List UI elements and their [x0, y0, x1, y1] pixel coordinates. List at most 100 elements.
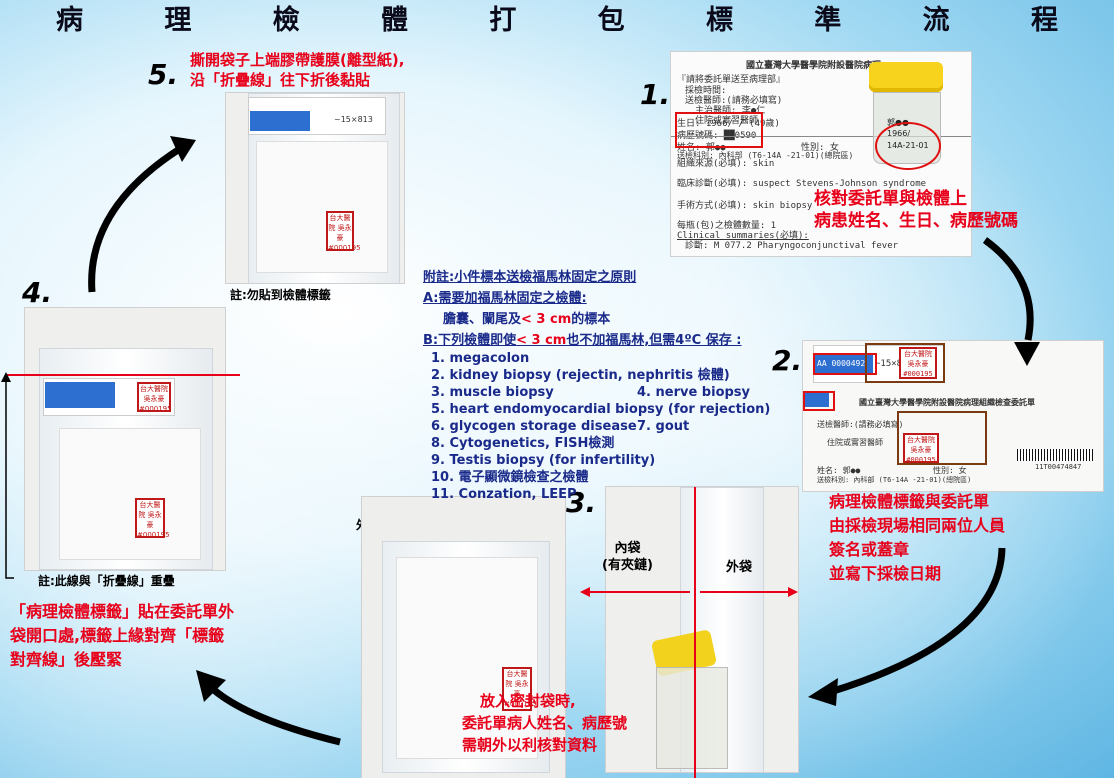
b-prefix: B:下列檢體即使: [423, 333, 517, 348]
a-sub-prefix: 膽囊、闌尾及: [443, 312, 522, 327]
form-line: 送檢醫師:(請務必填寫): [685, 96, 783, 106]
highlight-box: [897, 411, 987, 465]
step1-line: 病患姓名、生日、病歷號碼: [814, 211, 1018, 231]
list-item: 8. Cytogenetics, FISH檢測: [431, 436, 615, 451]
step4-line: 對齊線」後壓緊: [10, 650, 123, 669]
bag-form: [59, 428, 201, 560]
label-code: AA 0000492: [817, 359, 866, 368]
stamp-text: 台大醫院 吳永豪 #000195: [906, 436, 936, 464]
list-item: 5. heart endomyocardial biopsy (for reje…: [431, 402, 771, 417]
highlight-box: [865, 343, 945, 383]
list-item: 11. Conzation, LEEP: [431, 487, 577, 502]
blue-label: [250, 111, 310, 131]
doctor-stamp: 台大醫院 吳永豪 #000195: [326, 211, 361, 252]
step5-photo: ~15×813 台大醫院 吳永豪 #000195: [226, 93, 404, 283]
list-item: 9. Testis biopsy (for infertility): [431, 453, 656, 468]
step1-photo: 國立臺灣大學醫學院附設醫院病理 『請將委託單送至病理部』 採檢時間: 送檢醫師:…: [671, 52, 971, 256]
step-4-number: 4.: [22, 276, 53, 309]
form-line: Clinical summaries(必填):: [677, 231, 809, 241]
fold-line-arrow: [1, 372, 14, 579]
blue-label: [815, 355, 873, 373]
step5-caption: 撕開袋子上端膠帶護膜(離型紙), 沿「折疊線」往下折後黏貼: [190, 50, 404, 90]
label-date: ~15×813: [334, 115, 373, 124]
step-1-number: 1.: [640, 78, 671, 111]
inner-bag-title: 內袋: [614, 541, 641, 556]
stamp-text: 台大醫院 吳永豪 #000195: [504, 670, 537, 708]
form-line: 送檢科別: 內科部 (T6-14A -21-01)(總院區): [677, 151, 854, 160]
outer-bag-photo: 台大醫院 吳永豪 #000195: [362, 497, 565, 778]
step4-caption: 「病理檢體標籤」貼在委託單外 袋開口處,標籤上緣對齊「標籤 對齊線」後壓緊: [10, 600, 234, 672]
a-sub-red: < 3 cm: [521, 312, 572, 327]
blue-label: [45, 382, 115, 408]
fold-line: [6, 374, 240, 376]
form-line: 臨床診斷(必填): suspect Stevens-Johnson syndro…: [677, 179, 927, 189]
step4-line: 「病理檢體標籤」貼在委託單外: [10, 602, 235, 621]
list-item: 7. gout: [637, 419, 690, 434]
step2-photo: AA 0000492 ~15×813 台大醫院 吳永豪 #000195 國立臺灣…: [803, 341, 1103, 491]
doctor-stamp: 台大醫院 吳永豪 #000195: [137, 382, 172, 413]
list-item: 6. glycogen storage disease: [431, 419, 637, 434]
annotation-list: 1. megacolon 2. kidney biopsy (rejectin,…: [423, 350, 783, 503]
form-line: 每瓶(包)之檢體數量: 1: [677, 221, 777, 231]
step4-line: 袋開口處,標籤上緣對齊「標籤: [10, 626, 225, 645]
form-line: 住院或實習醫師: [827, 438, 883, 447]
outer-bag-label: 外袋: [726, 560, 753, 575]
step2-caption: 病理檢體標籤與委託單 由採檢現場相同兩位人員 簽名或蓋章 並寫下採檢日期: [829, 490, 1005, 586]
step3-caption: 放入密封袋時, 委託單病人姓名、病歷號 需朝外以利核對資料: [462, 690, 627, 756]
step3-line: 需朝外以利核對資料: [462, 736, 598, 754]
form-line: 性別: 女: [801, 143, 839, 153]
title-char: 包: [597, 5, 625, 36]
list-item: 2. kidney biopsy (rejectin, nephritis 檢體…: [431, 368, 730, 383]
form-line: 生日: 1966/ / (49歲): [677, 119, 780, 129]
title-char: 體: [380, 5, 408, 36]
step-2-number: 2.: [772, 344, 803, 377]
annotation-a-sub: 膽囊、闌尾及< 3 cm的標本: [423, 308, 783, 327]
label-date: ~15×813: [875, 359, 913, 369]
form-line: 『請將委託單送至病理部』: [677, 75, 786, 85]
form-line: 送檢科別: 內科部 (T6-14A -21-01)(總院區): [817, 476, 972, 484]
title-char: 病: [56, 5, 83, 36]
form-line: 採檢時間:: [685, 86, 727, 96]
step5-line: 撕開袋子上端膠帶護膜(離型紙),: [190, 51, 405, 69]
form-line: 送檢醫師:(請務必填寫): [817, 420, 904, 429]
form-line: 組織來源(必填): skin: [677, 159, 775, 169]
step2-line: 由採檢現場相同兩位人員: [829, 516, 1006, 535]
title-char: 檢: [272, 5, 300, 36]
step1-line: 核對委託單與檢體上: [814, 189, 967, 209]
form-line: 診斷: M 077.2 Pharyngoconjunctival fever: [685, 241, 899, 251]
b-suffix: 也不加福馬林,但需4ºC 保存 :: [566, 333, 742, 348]
annotation-block: 附註:小件標本送檢福馬林固定之原則 A:需要加福馬林固定之檢體: 膽囊、闌尾及<…: [423, 266, 783, 503]
a-sub-suffix: 的標本: [571, 312, 611, 327]
step4-note: 註:此線與「折疊線」重疊: [38, 574, 175, 588]
inner-bag-label: 內袋 (有夾鏈): [602, 540, 653, 574]
jar-lid: [869, 62, 943, 92]
form-line: 手術方式(必填): skin biopsy: [677, 201, 813, 211]
step1-caption: 核對委託單與檢體上 病患姓名、生日、病歷號碼: [814, 188, 1018, 232]
highlight-box: [803, 391, 835, 411]
step-5-number: 5.: [148, 58, 179, 91]
title-char: 理: [164, 5, 192, 36]
list-item: 3. muscle biopsy: [431, 385, 554, 400]
annotation-a: A:需要加福馬林固定之檢體:: [423, 291, 587, 306]
stamp-text: 台大醫院 吳永豪 #000195: [139, 385, 172, 413]
form-line: 姓名: 郭●●: [677, 143, 726, 153]
form-hospital: 國立臺灣大學醫學院附設醫院病理組織檢查委託單: [859, 398, 1035, 407]
barcode-number: 11T00474847: [1035, 463, 1082, 471]
form-line: 主治醫師: 李●仁: [695, 106, 766, 116]
jar-body: [656, 667, 728, 769]
bag-form: [396, 557, 538, 759]
annotation-b: B:下列檢體即使< 3 cm也不加福馬林,但需4ºC 保存 :: [423, 329, 783, 348]
form-hospital: 國立臺灣大學醫學院附設醫院病理: [746, 61, 882, 71]
separator-line: [694, 487, 696, 778]
step4-photo: 台大醫院 吳永豪 #000195 台大醫院 吳永豪 #000195: [25, 308, 225, 570]
step2-form: AA 0000492 ~15×813 台大醫院 吳永豪 #000195 國立臺灣…: [803, 341, 1103, 491]
form-rule: [671, 136, 971, 137]
title-char: 準: [814, 5, 842, 36]
doctor-stamp: 台大醫院 吳永豪 #000195: [899, 347, 937, 379]
doctor-stamp: 台大醫院 吳永豪 #000195: [502, 667, 537, 711]
page-title: 病 理 檢 體 打 包 標 準 流 程: [0, 4, 1114, 40]
step3-line: 委託單病人姓名、病歷號: [462, 714, 628, 732]
highlight-ellipse: [875, 122, 941, 170]
inner-bag-sub: (有夾鏈): [602, 558, 653, 573]
